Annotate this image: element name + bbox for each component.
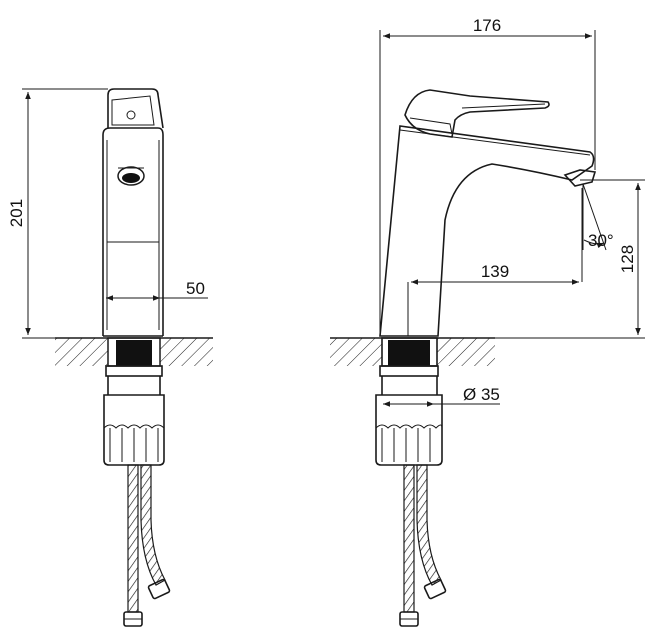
dimension-length-total: 176 bbox=[379, 16, 596, 336]
dimension-length-total-label: 176 bbox=[473, 16, 501, 35]
front-thread-fill bbox=[116, 340, 152, 366]
front-flex-hoses bbox=[123, 464, 171, 627]
dimension-spout-height: 128 bbox=[495, 179, 645, 339]
dimension-spout-reach: 139 bbox=[407, 188, 583, 336]
side-handle-lever bbox=[404, 89, 550, 138]
front-mounting-nut bbox=[103, 394, 165, 466]
dimension-body-width: 50 bbox=[106, 279, 208, 301]
dimension-spout-angle: 30° bbox=[582, 183, 614, 251]
side-flex-hoses bbox=[399, 464, 447, 627]
front-counter-right bbox=[160, 338, 213, 366]
dimension-spout-height-label: 128 bbox=[618, 245, 637, 273]
side-faucet-body bbox=[379, 89, 597, 337]
dimension-thread-diameter: Ø 35 bbox=[383, 385, 500, 407]
dimension-body-width-label: 50 bbox=[186, 279, 205, 298]
dimension-thread-diameter-label: Ø 35 bbox=[463, 385, 500, 404]
dimension-spout-angle-label: 30° bbox=[588, 231, 614, 250]
side-mounting-nut bbox=[375, 394, 443, 466]
dimension-height-total-label: 201 bbox=[7, 199, 26, 227]
front-aerator bbox=[117, 166, 145, 186]
side-counter-right bbox=[437, 338, 495, 366]
dimension-spout-reach-label: 139 bbox=[481, 262, 509, 281]
side-thread-fill bbox=[388, 340, 430, 366]
dimension-height-total: 201 bbox=[7, 88, 108, 339]
side-counter-left bbox=[330, 338, 382, 366]
front-faucet-body bbox=[102, 88, 164, 337]
front-counter-left bbox=[55, 338, 108, 366]
front-view: 201 50 bbox=[7, 88, 213, 627]
side-view: 176 139 128 30° Ø 35 bbox=[330, 16, 645, 627]
